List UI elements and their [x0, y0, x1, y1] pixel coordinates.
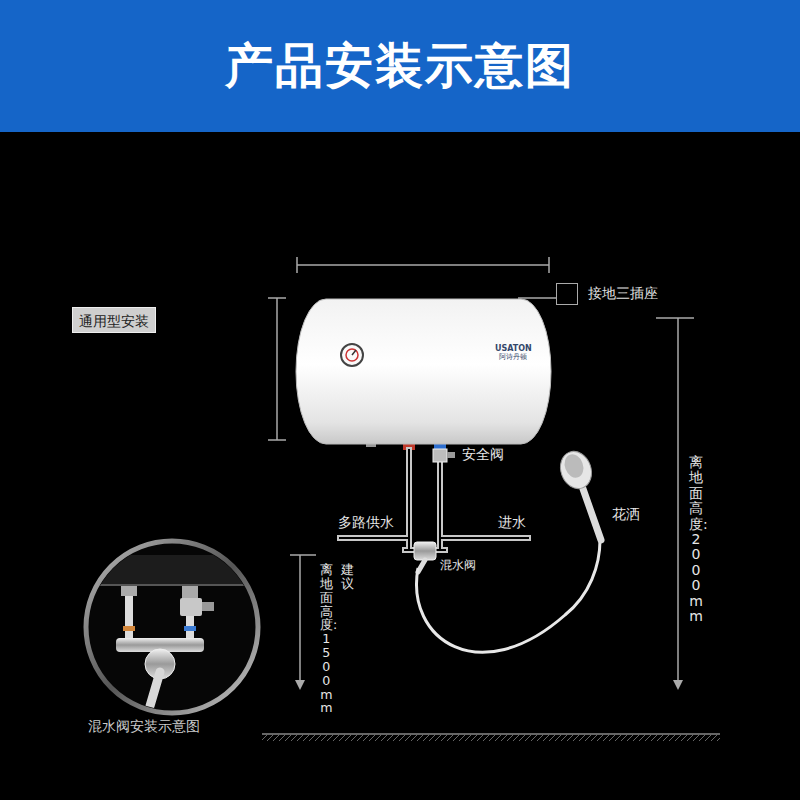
floor-line — [262, 733, 720, 735]
dimension-arrowhead — [295, 680, 683, 690]
title-banner: 产品安装示意图 — [0, 0, 800, 132]
thermostat-dial — [346, 349, 358, 361]
shower-head — [555, 447, 596, 493]
mixing-valve-inset — [80, 584, 270, 586]
dimension-line — [268, 297, 286, 299]
mixing-valve-inset — [80, 541, 270, 713]
shower-head — [561, 452, 586, 481]
power-cord — [518, 297, 556, 299]
mixing-valve-inset — [202, 602, 214, 611]
brand-subtitle: 阿诗丹顿 — [495, 353, 532, 362]
mixing-valve-inset — [150, 672, 160, 706]
node-label: 接地三插座 — [588, 285, 658, 303]
mixing-valve-inset — [184, 626, 196, 631]
dimension-line — [677, 318, 679, 682]
water-pipe — [340, 450, 528, 550]
water-pipe — [340, 450, 528, 550]
note-label: 建议 — [341, 563, 354, 592]
floor-line — [262, 734, 720, 741]
dimension-arrowhead — [295, 680, 305, 690]
dimension-label: 离地面高度:2000mm — [689, 455, 703, 624]
part-label: 花洒 — [612, 506, 640, 524]
water-pipe — [340, 450, 528, 550]
dimension-arrowhead — [673, 680, 683, 690]
mixing-valve-inset — [123, 626, 135, 631]
part-label: 混水阀 — [440, 557, 476, 574]
dimension-line — [290, 554, 316, 556]
part-label: 多路供水 — [338, 514, 394, 532]
dimension-line — [296, 257, 298, 273]
dimension-line — [276, 298, 278, 440]
mixing-valve-inset — [125, 596, 133, 640]
dimension-line — [656, 317, 694, 319]
safety-valve — [447, 452, 455, 458]
mixing-valve-inset — [121, 586, 137, 596]
brand-name: USATON — [495, 344, 532, 353]
thermostat-dial — [341, 344, 363, 366]
part-label: 进水 — [498, 514, 526, 532]
tank-shell — [296, 299, 551, 444]
dimension-label: 离地面高度:1500mm — [320, 563, 333, 715]
grounded-socket: 接地三插座 — [556, 283, 578, 305]
dimension-line — [297, 264, 549, 266]
dimension-line — [548, 257, 550, 273]
mixing-valve-inset — [80, 555, 270, 706]
mixing-valve-inset — [80, 555, 270, 585]
part-label: 安全阀 — [462, 446, 504, 464]
dimension-line — [299, 555, 301, 682]
mixing-valve-inset — [182, 586, 198, 598]
mixing-valve — [414, 542, 436, 572]
socket-label: 接地三插座 — [588, 285, 658, 303]
shower-hose — [417, 540, 600, 652]
shower-head — [555, 447, 601, 540]
node-label: 通用型安装 — [79, 313, 149, 331]
page-title: 产品安装示意图 — [225, 34, 575, 98]
shower-hose — [417, 540, 600, 652]
dimension-line — [268, 439, 286, 441]
brand-logo: USATON阿诗丹顿 — [495, 344, 532, 362]
water-heater-tank: USATON阿诗丹顿 — [295, 298, 552, 445]
mixing-valve — [414, 542, 436, 560]
thermostat-needle — [352, 350, 356, 355]
inset-caption: 混水阀安装示意图 — [88, 718, 200, 736]
install-type-box: 通用型安装 — [72, 307, 156, 333]
safety-valve — [433, 449, 447, 462]
shower-head — [582, 486, 601, 540]
safety-valve — [433, 449, 455, 462]
floor-line — [262, 735, 720, 741]
mixing-valve-inset — [180, 598, 202, 616]
tank-body — [295, 298, 552, 445]
